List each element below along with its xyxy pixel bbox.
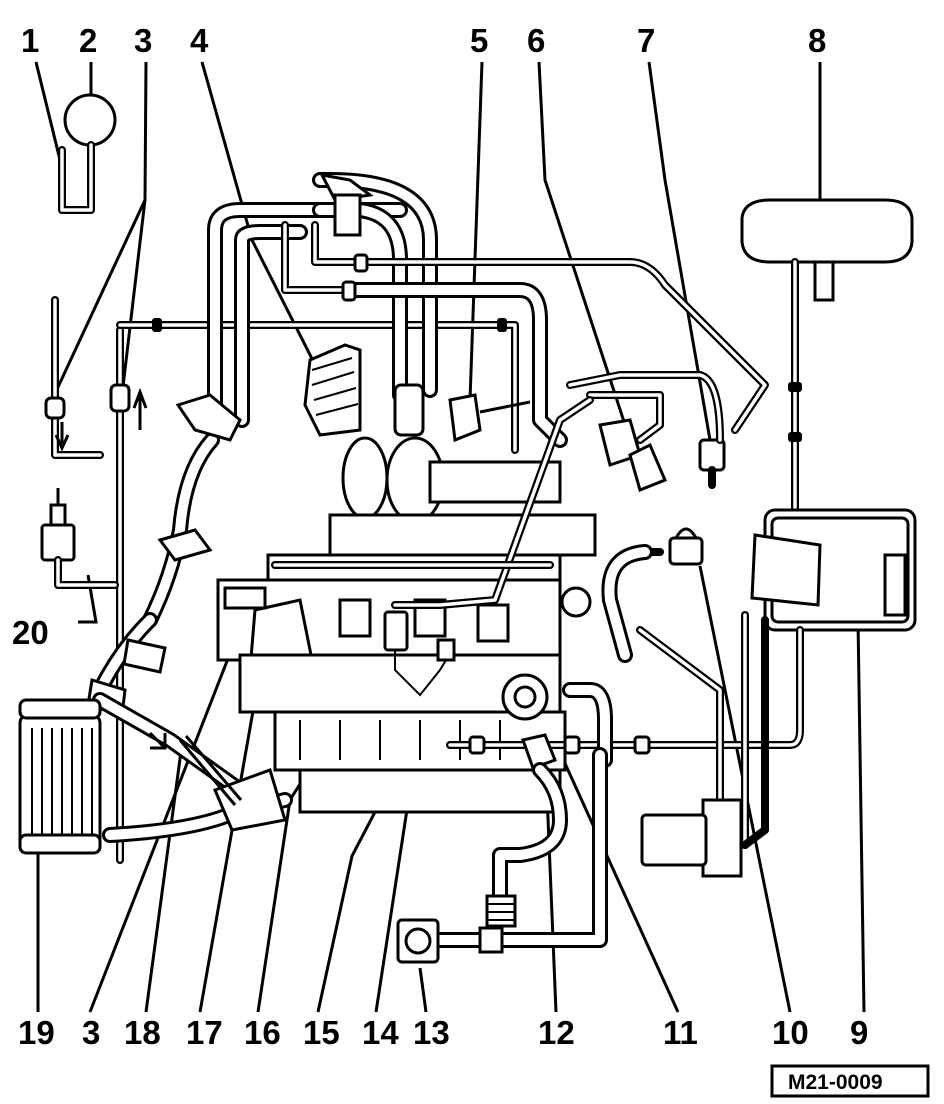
leader-5 <box>468 61 484 401</box>
callout-12: 12 <box>538 1014 575 1051</box>
leader-7 <box>647 61 712 441</box>
leader-11 <box>556 747 680 1013</box>
leader-14 <box>374 789 412 1013</box>
callout-6: 6 <box>527 22 545 59</box>
valve-cluster <box>383 610 456 697</box>
callout-11: 11 <box>663 1014 698 1051</box>
intercooler <box>18 698 102 855</box>
solenoid-valve <box>40 488 119 589</box>
callout-1: 1 <box>21 22 39 59</box>
sensor-round <box>501 673 549 721</box>
vacuum-reservoir-round <box>58 93 117 214</box>
leader-18 <box>144 743 184 1013</box>
leader-3b <box>120 199 147 396</box>
callout-9: 9 <box>850 1014 868 1051</box>
leader-6 <box>537 61 632 441</box>
reference-code: M21-0009 <box>788 1071 883 1094</box>
callout-2: 2 <box>79 22 97 59</box>
reference-code-box: M21-0009 <box>770 1064 930 1098</box>
control-valves-upper <box>448 371 726 493</box>
callout-15: 15 <box>303 1014 340 1051</box>
callout-5: 5 <box>470 22 488 59</box>
callout-7: 7 <box>637 22 655 59</box>
leader-3c <box>88 591 256 1013</box>
callout-numbers-top: 1 2 3 4 5 6 7 8 <box>21 22 826 59</box>
callout-19: 19 <box>18 1014 55 1051</box>
callout-10: 10 <box>772 1014 809 1051</box>
callout-18: 18 <box>124 1014 161 1051</box>
callout-4: 4 <box>190 22 209 59</box>
upper-hoses <box>207 172 769 448</box>
leader-13 <box>418 967 428 1013</box>
callout-3-bottom: 3 <box>82 1014 100 1051</box>
lower-right-hoses <box>396 747 608 964</box>
left-vacuum-lines <box>44 296 519 864</box>
diagonal-vacuum-line <box>271 396 594 609</box>
callout-3-top: 3 <box>134 22 152 59</box>
leader-20 <box>78 574 98 624</box>
callout-14: 14 <box>362 1014 399 1051</box>
intake-hoses <box>86 393 293 843</box>
callout-16: 16 <box>244 1014 281 1051</box>
vacuum-reservoir-tank <box>740 198 914 519</box>
air-filter-housing <box>750 508 917 632</box>
callout-8: 8 <box>808 22 826 59</box>
leader-9 <box>856 619 866 1013</box>
leader-1 <box>34 61 62 161</box>
pressure-regulator <box>601 527 704 663</box>
callout-17: 17 <box>186 1014 223 1051</box>
right-vacuum-lines <box>446 611 804 878</box>
callout-13: 13 <box>413 1014 450 1051</box>
callout-numbers-bottom: 19 3 18 17 16 15 14 13 12 11 10 9 <box>18 1014 868 1051</box>
callout-20: 20 <box>12 614 49 651</box>
leader-17 <box>198 659 264 1013</box>
